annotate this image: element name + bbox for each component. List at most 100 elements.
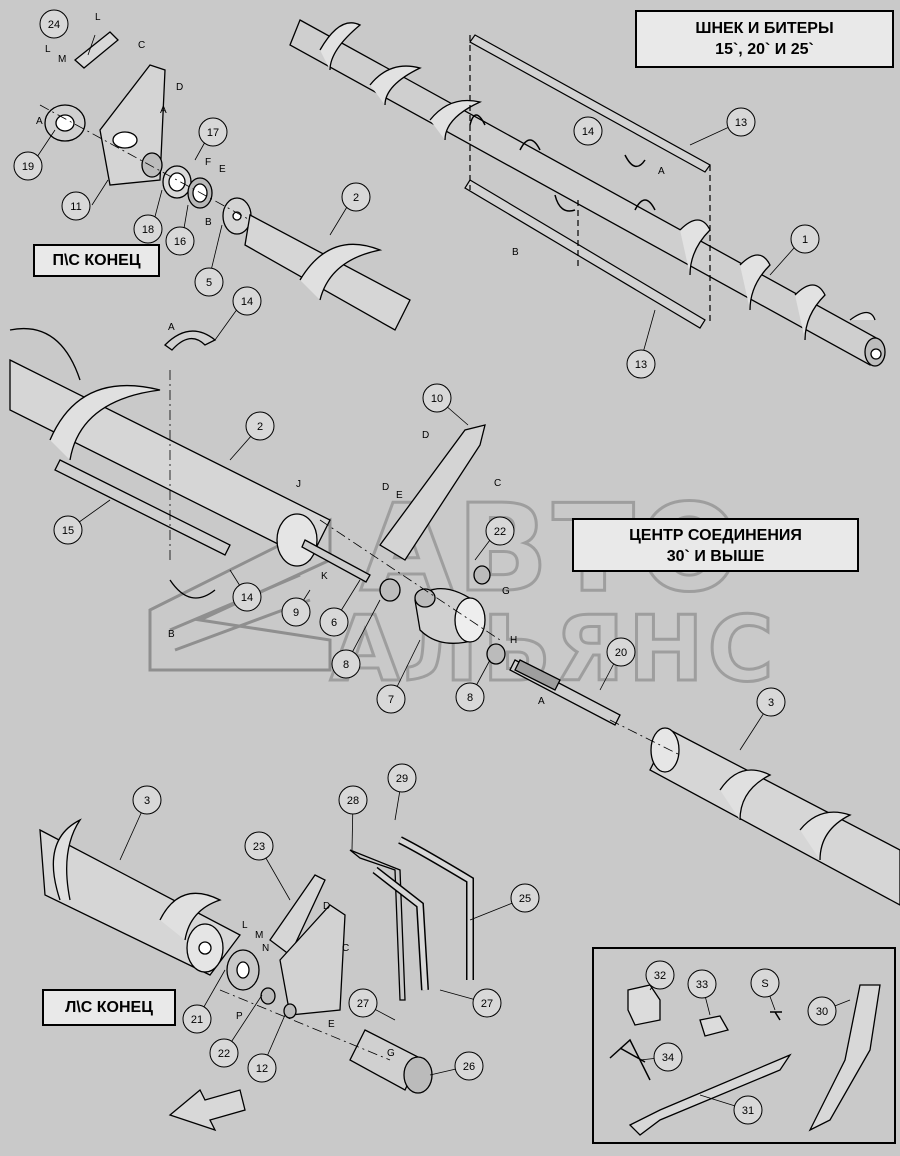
callout-circle (510, 883, 540, 913)
callout-label: 26 (463, 1061, 475, 1073)
callout-label: 23 (253, 841, 265, 853)
callout-c20: 20 (606, 637, 636, 667)
callout-label: 13 (735, 117, 747, 129)
right-end-assembly (44, 31, 411, 331)
callout-label: 3 (768, 697, 774, 709)
left-end-assembly (39, 818, 474, 1132)
letter-label-l23: B (168, 629, 175, 640)
callout-c29: 29 (387, 763, 417, 793)
letter-label-l4: C (138, 40, 145, 51)
callout-circle (232, 286, 262, 316)
callout-c34: 34 (653, 1042, 683, 1072)
callout-label: 7 (388, 694, 394, 706)
callout-c21: 21 (182, 1004, 212, 1034)
callout-c14c: 14 (232, 582, 262, 612)
callout-c27a: 27 (348, 988, 378, 1018)
callout-circle (687, 969, 717, 999)
callout-label: 27 (481, 998, 493, 1010)
callout-label: 15 (62, 525, 74, 537)
callout-label: 14 (582, 126, 594, 138)
callout-label: 14 (241, 296, 253, 308)
callout-label: 30 (816, 1006, 828, 1018)
callout-label: 2 (353, 192, 359, 204)
callout-c11: 11 (61, 191, 91, 221)
callout-c27b: 27 (472, 988, 502, 1018)
callout-circle (790, 224, 820, 254)
callout-c9: 9 (281, 597, 311, 627)
letter-label-l21: H (510, 635, 517, 646)
title-box-main: ШНЕК И БИТЕРЫ 15`, 20` И 25` (635, 10, 894, 68)
callout-label: 6 (331, 617, 337, 629)
callout-label: 16 (174, 236, 186, 248)
callout-label: 11 (70, 201, 81, 213)
callout-c8b: 8 (455, 682, 485, 712)
callout-label: 27 (357, 998, 369, 1010)
callout-circle (485, 516, 515, 546)
callout-c13a: 13 (726, 107, 756, 137)
callout-c25: 25 (510, 883, 540, 913)
callout-label: 3 (144, 795, 150, 807)
callout-circle (13, 151, 43, 181)
callout-circle (133, 214, 163, 244)
callout-circle (750, 968, 780, 998)
callout-c23: 23 (244, 831, 274, 861)
callout-c24: 24 (39, 9, 69, 39)
callout-c14b: 14 (232, 286, 262, 316)
letter-label-l8: F (205, 157, 211, 168)
letter-label-l16: D (382, 482, 389, 493)
callout-label: 20 (615, 647, 627, 659)
title-main-line-1: ШНЕК И БИТЕРЫ (695, 20, 834, 37)
cover-plates-13 (464, 34, 711, 329)
callout-circle (726, 107, 756, 137)
callout-c14a: 14 (573, 116, 603, 146)
letter-label-l2: L (45, 44, 51, 55)
letter-label-l10: B (205, 217, 212, 228)
letter-label-l11: A (168, 322, 175, 333)
letter-label-l14: D (422, 430, 429, 441)
callout-circle (454, 1051, 484, 1081)
callout-c3a: 3 (756, 687, 786, 717)
callout-c28: 28 (338, 785, 368, 815)
callout-c12: 12 (247, 1053, 277, 1083)
callout-c7: 7 (376, 684, 406, 714)
callout-c10: 10 (422, 383, 452, 413)
callout-c26: 26 (454, 1051, 484, 1081)
callout-circle (733, 1095, 763, 1125)
callout-c33: 33 (687, 969, 717, 999)
callout-circle (756, 687, 786, 717)
callout-circle (472, 988, 502, 1018)
callout-label: 22 (494, 526, 506, 538)
callout-label: 18 (142, 224, 154, 236)
title-left-end: Л\С КОНЕЦ (65, 999, 153, 1016)
callout-c18: 18 (133, 214, 163, 244)
callout-label: 19 (22, 161, 34, 173)
callout-label: 14 (241, 592, 253, 604)
callout-label: 8 (467, 692, 473, 704)
callout-circle (61, 191, 91, 221)
callout-label: 1 (802, 234, 808, 246)
callout-c16: 16 (165, 226, 195, 256)
letter-label-l29: P (236, 1011, 243, 1022)
callout-c6: 6 (319, 607, 349, 637)
title-center-line-2: 30` И ВЫШЕ (666, 548, 765, 565)
callout-c1: 1 (790, 224, 820, 254)
clamps-14-top (469, 114, 656, 212)
letter-label-l9: E (219, 164, 226, 175)
callout-label: 2 (257, 421, 263, 433)
callout-cS: S (750, 968, 780, 998)
callout-circle (245, 411, 275, 441)
callout-circle (247, 1053, 277, 1083)
callout-circle (132, 785, 162, 815)
callout-label: 5 (206, 277, 212, 289)
letter-label-l24: D (323, 901, 330, 912)
callout-label: 21 (191, 1014, 203, 1026)
callout-c13b: 13 (626, 349, 656, 379)
letter-label-l25: L (242, 920, 248, 931)
callout-label: 13 (635, 359, 647, 371)
callout-label: 33 (696, 979, 708, 991)
callout-circle (281, 597, 311, 627)
auger-top (289, 19, 886, 367)
callout-label: 24 (48, 19, 60, 31)
callout-circle (232, 582, 262, 612)
